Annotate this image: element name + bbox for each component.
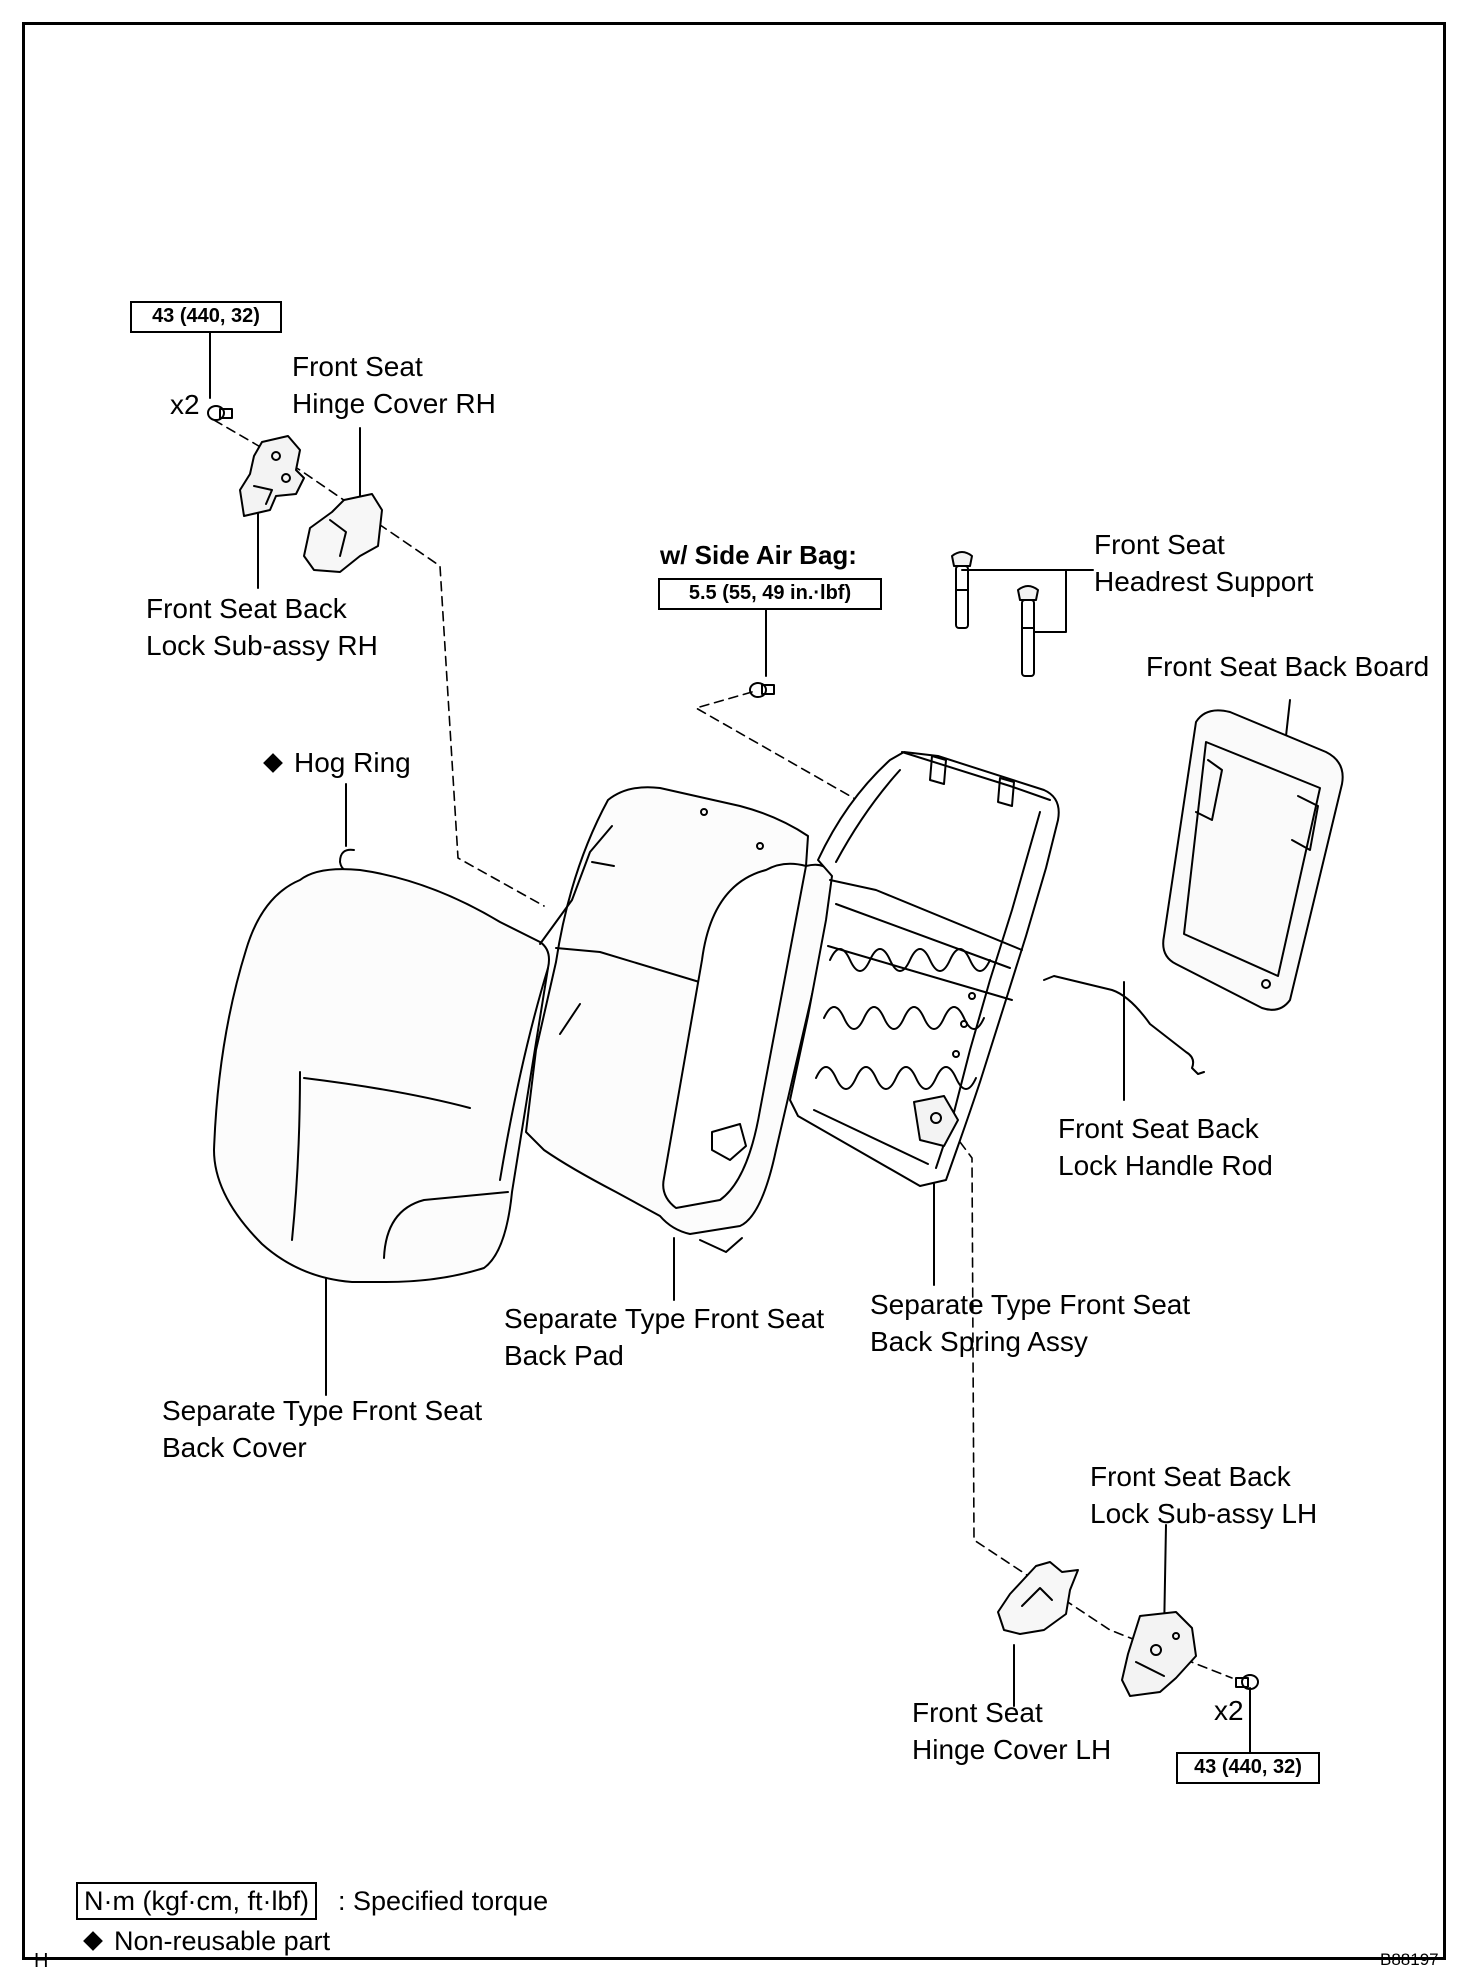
side-airbag-heading: w/ Side Air Bag: bbox=[660, 540, 857, 570]
non-reusable-diamond-icon bbox=[83, 1931, 103, 1952]
torque-lh-box: 43 (440, 32) bbox=[1176, 1752, 1320, 1784]
back-pad-icon bbox=[525, 786, 836, 1253]
spring-assy-icon bbox=[789, 751, 1060, 1187]
legend-torque-text: : Specified torque bbox=[338, 1886, 549, 1916]
leader-lines bbox=[209, 329, 1291, 1753]
legend-non-reusable: Non-reusable part bbox=[82, 1924, 330, 1958]
bolt-lh-icon bbox=[1235, 1674, 1259, 1690]
torque-rh-box: 43 (440, 32) bbox=[130, 301, 282, 333]
bolt-rh-icon bbox=[207, 405, 233, 421]
headrest-support-icon bbox=[951, 551, 1039, 677]
diagram-frame bbox=[22, 22, 1446, 1960]
quantity-lh: x2 bbox=[1214, 1695, 1244, 1726]
lock-sub-assy-lh-icon bbox=[1121, 1611, 1197, 1697]
label-hog-ring: Hog Ring bbox=[262, 744, 411, 781]
label-back-board: Front Seat Back Board bbox=[1146, 651, 1430, 682]
quantity-rh: x2 bbox=[170, 389, 200, 420]
lock-sub-assy-rh-icon bbox=[239, 435, 305, 517]
footer-left-code: H bbox=[34, 1950, 49, 1972]
back-board-icon bbox=[1162, 709, 1344, 1011]
figure-id: B88197 bbox=[1380, 1950, 1439, 1969]
hinge-cover-rh-icon bbox=[303, 493, 383, 573]
legend-torque-unit-box: N·m (kgf·cm, ft·lbf) bbox=[76, 1882, 317, 1920]
non-reusable-diamond-icon bbox=[263, 753, 283, 774]
torque-side-airbag-box: 5.5 (55, 49 in.·lbf) bbox=[658, 578, 882, 610]
hog-ring-icon bbox=[339, 848, 357, 872]
lock-handle-rod-icon bbox=[1043, 975, 1205, 1075]
back-cover-icon bbox=[213, 868, 550, 1283]
bolt-side-airbag-icon bbox=[749, 682, 775, 698]
hinge-cover-lh-icon bbox=[997, 1561, 1079, 1635]
